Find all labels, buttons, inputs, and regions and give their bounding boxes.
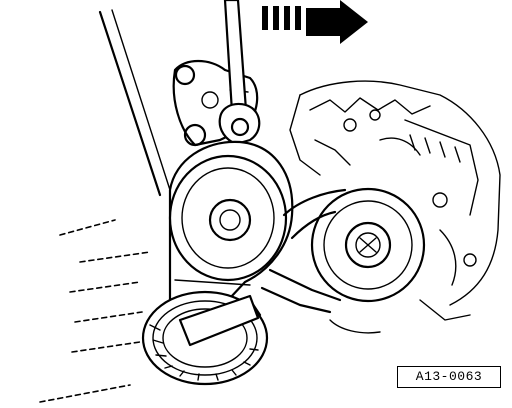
wrench-tool <box>218 0 261 146</box>
idler-pulley <box>310 187 426 303</box>
crank-pulley <box>141 290 269 386</box>
direction-arrow <box>262 0 368 44</box>
tensioner-assembly <box>168 140 294 338</box>
guide-rails <box>39 9 171 403</box>
alternator-housing <box>289 80 501 334</box>
drive-belt <box>260 188 347 314</box>
figure-label: A13-0063 <box>397 366 501 388</box>
